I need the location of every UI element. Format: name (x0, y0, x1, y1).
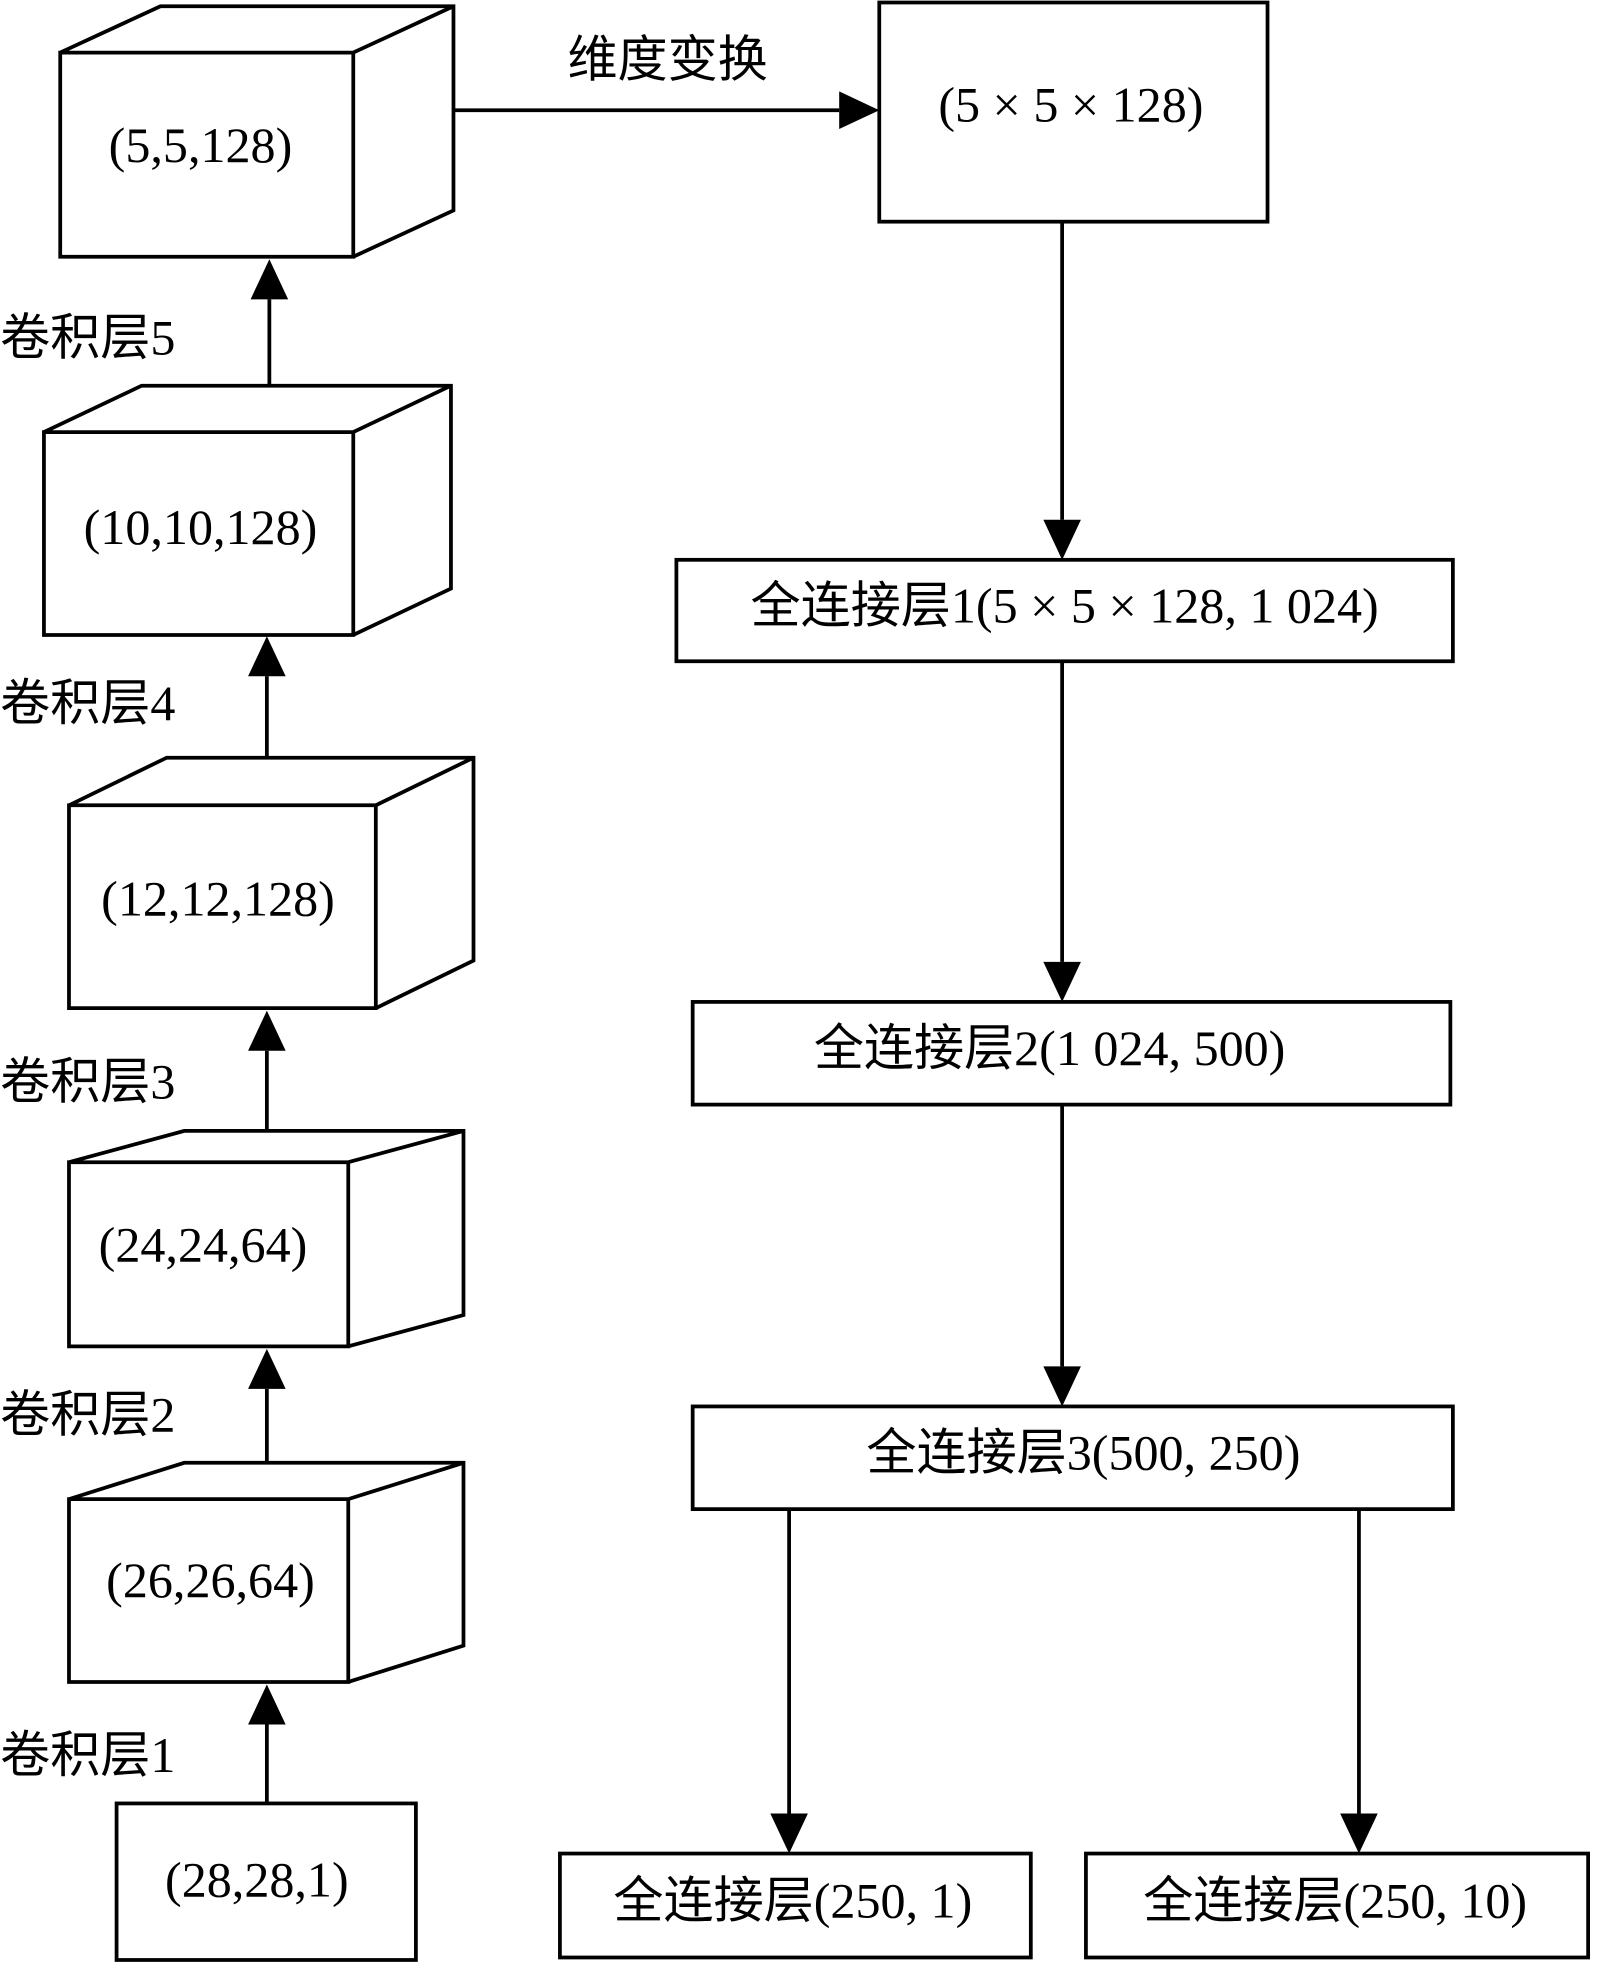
cube-1 (67, 1460, 466, 1684)
input-label: (28,28,1) (165, 1851, 349, 1907)
input-box (114, 1801, 418, 1962)
output-2-label: 全连接层(250, 10) (1143, 1873, 1527, 1929)
fc2-label: 全连接层2(1 024, 500) (814, 1020, 1286, 1076)
conv-layer-3-label: 卷积层3 (0, 1053, 175, 1109)
arrow-to-output-2 (1340, 1509, 1378, 1854)
arrow-conv2 (248, 1348, 286, 1463)
cube-2 (67, 1129, 466, 1349)
conv-layer-5-label: 卷积层5 (0, 309, 175, 365)
fc3-label: 全连接层3(500, 250) (866, 1424, 1300, 1480)
arrowhead-icon (839, 91, 880, 129)
cube-3-label: (12,12,128) (101, 871, 335, 927)
cube-1-label: (26,26,64) (106, 1552, 315, 1608)
cube-5-label: (5,5,128) (109, 117, 293, 173)
arrow-conv1 (248, 1684, 286, 1804)
output-1-box (558, 1851, 1033, 1960)
fc1-label: 全连接层1(5 × 5 × 128, 1 024) (751, 578, 1379, 634)
fc2-box (690, 1000, 1453, 1107)
arrowhead-icon (1340, 1813, 1378, 1854)
arrowhead-icon (250, 259, 289, 300)
arrow-conv4 (248, 636, 286, 758)
output-1-label: 全连接层(250, 1) (613, 1873, 972, 1929)
fc3-box (690, 1404, 1455, 1512)
cube-3 (67, 755, 476, 1011)
cube-4 (42, 383, 453, 637)
output-2-box (1084, 1851, 1591, 1960)
arrow-reshape (453, 91, 880, 129)
reshape-box-label: (5 × 5 × 128) (938, 77, 1203, 133)
conv-layer-1-label: 卷积层1 (0, 1727, 175, 1783)
arrowhead-icon (1043, 1366, 1081, 1407)
arrowhead-icon (770, 1813, 808, 1854)
arrowhead-icon (248, 1010, 286, 1051)
arrow-to-output-1 (770, 1509, 808, 1854)
arrow-to-fc3 (1043, 1104, 1081, 1407)
arrowhead-icon (248, 1348, 286, 1389)
arrowhead-icon (1043, 519, 1081, 560)
reshape-box (877, 0, 1270, 224)
arrow-conv3 (248, 1010, 286, 1131)
arrowhead-icon (1043, 961, 1081, 1002)
arrow-conv5 (250, 259, 289, 386)
reshape-label: 维度变换 (567, 32, 767, 88)
arrow-to-fc1 (1043, 221, 1081, 560)
fc1-box (674, 557, 1455, 664)
arrowhead-icon (248, 1684, 286, 1725)
arrowhead-icon (248, 636, 286, 677)
cube-4-label: (10,10,128) (84, 499, 318, 555)
arrow-to-fc2 (1043, 661, 1081, 1002)
cube-2-label: (24,24,64) (99, 1216, 308, 1272)
conv-layer-2-label: 卷积层2 (0, 1386, 175, 1442)
cube-5 (58, 4, 456, 259)
conv-layer-4-label: 卷积层4 (0, 675, 175, 731)
